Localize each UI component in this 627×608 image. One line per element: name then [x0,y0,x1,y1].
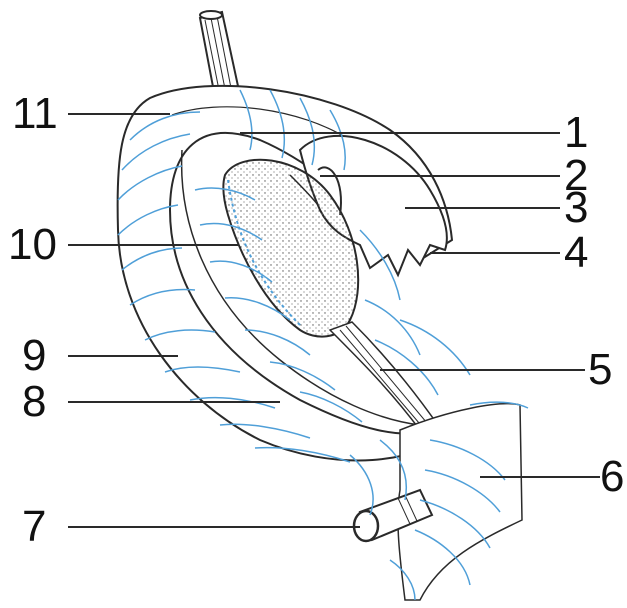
label-3: 3 [564,186,588,230]
label-11: 11 [12,92,58,136]
top-tube [200,11,238,92]
descending-band [330,322,440,430]
label-7: 7 [22,505,46,549]
label-4: 4 [564,231,588,275]
label-5: 5 [588,348,612,392]
label-1: 1 [564,111,588,155]
label-10: 10 [8,223,57,267]
label-9: 9 [22,334,46,378]
label-8: 8 [22,380,46,424]
label-6: 6 [600,455,624,499]
